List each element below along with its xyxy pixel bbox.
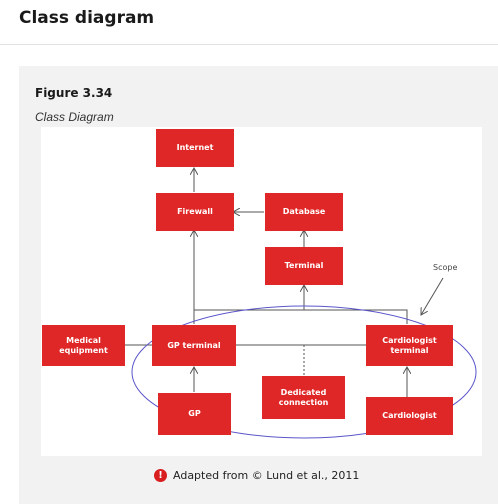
class-diagram: Internet Firewall Database Terminal Medi…: [41, 127, 482, 456]
node-cardiologist: Cardiologist: [366, 397, 453, 435]
figure-label: Figure 3.34: [35, 86, 113, 100]
scope-pointer-arrow: [421, 277, 444, 315]
attribution-text: Adapted from © Lund et al., 2011: [173, 468, 360, 482]
node-cardiologist-terminal: Cardiologist terminal: [366, 325, 453, 366]
page-title: Class diagram: [19, 8, 155, 28]
diagram-connectors: [125, 127, 477, 439]
node-terminal: Terminal: [265, 247, 343, 285]
node-database: Database: [265, 193, 343, 231]
node-medical-equipment: Medical equipment: [42, 325, 125, 366]
figure-attribution: ! Adapted from © Lund et al., 2011: [154, 467, 359, 483]
node-dedicated-connection: Dedicated connection: [262, 376, 345, 419]
page-header: Class diagram: [0, 0, 498, 45]
node-internet: Internet: [156, 129, 234, 167]
figure-caption: Class Diagram: [35, 110, 114, 124]
scope-label: Scope: [433, 263, 458, 272]
scope-ellipse: [131, 305, 477, 439]
node-gp: GP: [158, 393, 231, 435]
node-firewall: Firewall: [156, 193, 234, 231]
exclamation-circle-icon: !: [154, 468, 167, 482]
node-gp-terminal: GP terminal: [152, 325, 236, 366]
